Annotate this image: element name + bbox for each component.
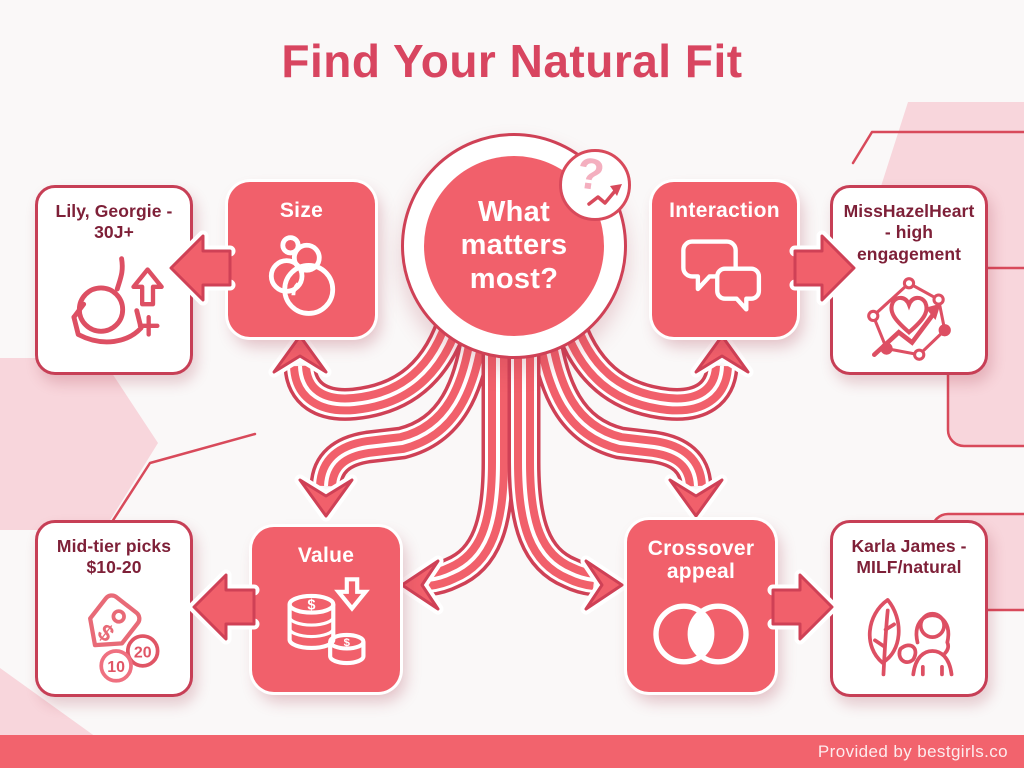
factor-box-value: Value $ $ [252, 527, 400, 692]
factor-label: Crossover appeal [647, 537, 755, 584]
rec-box-interaction: MissHazelHeart - high engagement [830, 185, 988, 375]
decor-line-bottom-left [108, 432, 257, 527]
bra-size-up-icon [71, 255, 164, 344]
decor-line-top-right [851, 130, 1024, 165]
center-question: What matters most? [460, 195, 568, 295]
coin-symbol: $ [307, 598, 315, 614]
coin-symbol: $ [344, 637, 351, 649]
rec-box-size: Lily, Georgie - 30J+ [35, 185, 193, 375]
ribbon-to-crossover-side [524, 318, 594, 580]
rec-label: Lily, Georgie - 30J+ [55, 201, 173, 243]
factor-label: Size [279, 199, 324, 222]
factor-label: Value [297, 544, 355, 567]
footer-bar: Provided by bestgirls.co [0, 735, 1024, 768]
coin-20: 20 [134, 644, 152, 661]
rec-label: Mid-tier picks $10-20 [56, 536, 172, 578]
question-badge: ? [559, 148, 631, 221]
rec-label: Karla James - MILF/natural [851, 536, 967, 578]
rec-label: MissHazelHeart - high engagement [843, 201, 975, 264]
bubbles-icon [268, 235, 335, 316]
decor-pink-hexagon-left [0, 358, 158, 530]
heart-network-growth-icon [867, 277, 951, 361]
coin-stacks-icon: $ $ [287, 577, 370, 666]
factor-box-crossover: Crossover appeal [627, 520, 775, 692]
arrow-crossover-to-rec [767, 569, 838, 645]
factor-box-size: Size [228, 182, 375, 337]
chat-bubbles-icon [680, 239, 761, 312]
center-circle: What matters most? ? [401, 133, 631, 359]
arrow-value-to-rec [188, 569, 260, 645]
rec-box-crossover: Karla James - MILF/natural [830, 520, 988, 697]
price-tag-coins-icon: $ 20 10 [88, 593, 160, 683]
venn-overlap-icon [653, 603, 749, 665]
coin-10: 10 [107, 659, 125, 676]
footer-credit: Provided by bestgirls.co [817, 742, 1008, 761]
question-trend-icon [587, 184, 622, 206]
factor-label: Interaction [669, 199, 780, 222]
ribbon-to-value-side [428, 318, 498, 580]
rec-box-value: Mid-tier picks $10-20 $ 20 10 [35, 520, 193, 697]
leaf-woman-icon [868, 597, 954, 676]
factor-box-interaction: Interaction [652, 182, 797, 337]
page-title: Find Your Natural Fit [281, 35, 743, 87]
